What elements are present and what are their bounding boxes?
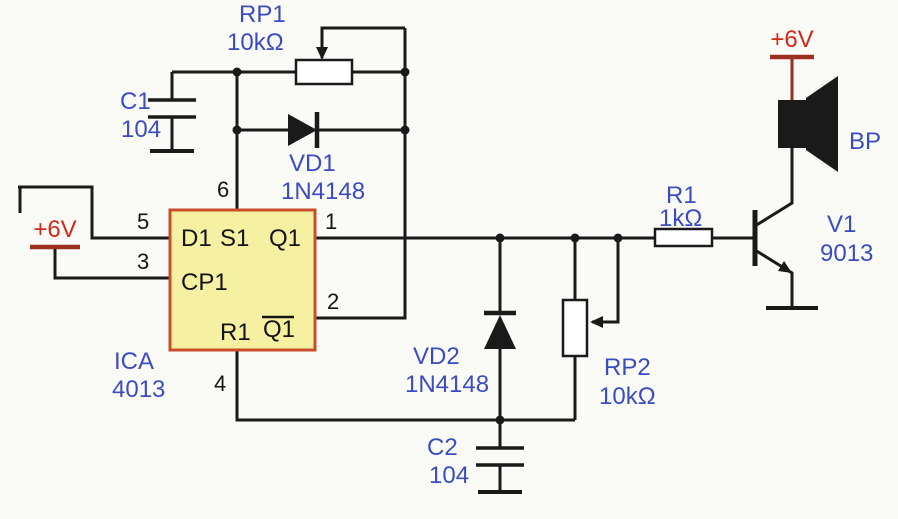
ic-pin-d1-name: D1 [181, 225, 212, 252]
diode-vd1: VD1 1N4148 [237, 112, 405, 205]
ic-4013: D1 S1 Q1 CP1 R1 Q1 5 3 6 1 2 4 ICA 4013 [112, 177, 339, 403]
pin-number-2: 2 [327, 289, 339, 314]
diode-vd2: VD2 1N4148 [405, 238, 516, 420]
transistor-v1: V1 9013 [752, 148, 873, 310]
ic-pin-r1-name: R1 [220, 319, 251, 346]
vd2-ref-label: VD2 [413, 343, 460, 370]
speaker-bp: +6V BP [770, 26, 881, 203]
rp1-value-label: 10kΩ [227, 29, 284, 56]
bp-ref-label: BP [849, 128, 881, 155]
q1bar-net-wires [315, 28, 407, 320]
vd1-ref-label: VD1 [289, 150, 336, 177]
rp2-ref-label: RP2 [604, 354, 651, 381]
ic-ref-label: ICA [114, 348, 154, 375]
v1-ref-label: V1 [827, 211, 856, 238]
c1-ref-label: C1 [120, 88, 151, 115]
rp2-value-label: 10kΩ [599, 383, 656, 410]
ic-pin-q1-name: Q1 [269, 225, 301, 252]
vd2-value-label: 1N4148 [405, 371, 489, 398]
pin-number-4: 4 [214, 371, 226, 396]
left-supply-label: +6V [33, 216, 76, 243]
right-supply-label: +6V [770, 26, 813, 53]
pin-number-5: 5 [137, 209, 149, 234]
ic-part-label: 4013 [112, 376, 165, 403]
pin-number-1: 1 [325, 209, 337, 234]
speaker-horn [806, 76, 838, 172]
r1-ref-label: R1 [666, 182, 697, 209]
pin-number-3: 3 [137, 249, 149, 274]
left-supply-rail: +6V [30, 216, 170, 280]
r1-value-label: 1kΩ [659, 205, 702, 232]
junction-dots [232, 67, 623, 425]
set-net-wires [172, 70, 296, 210]
rp1-wiper-arrow [316, 47, 328, 60]
ic-body [168, 208, 317, 352]
potentiometer-rp1: RP1 10kΩ [227, 1, 405, 86]
potentiometer-rp2: RP2 10kΩ [561, 238, 656, 420]
reset-net-wires [235, 350, 575, 422]
rp1-ref-label: RP1 [239, 1, 286, 28]
ic-pin-cp1-name: CP1 [181, 269, 228, 296]
capacitor-c2: C2 104 [427, 420, 524, 494]
vd1-value-label: 1N4148 [281, 178, 365, 205]
speaker-body [778, 100, 806, 148]
pin-number-6: 6 [217, 177, 229, 202]
ic-pin-q1bar-name: Q1 [263, 316, 295, 343]
emitter-arrow [778, 261, 792, 273]
c2-value-label: 104 [429, 462, 469, 489]
input-probe-switch [18, 185, 170, 240]
resistor-r1: R1 1kΩ [653, 182, 714, 248]
c1-value-label: 104 [121, 116, 161, 143]
capacitor-c1: C1 104 [120, 72, 196, 153]
ic-pin-s1-name: S1 [220, 225, 249, 252]
v1-value-label: 9013 [820, 240, 873, 267]
c2-ref-label: C2 [427, 434, 458, 461]
rp2-wiper-arrow [590, 316, 603, 328]
